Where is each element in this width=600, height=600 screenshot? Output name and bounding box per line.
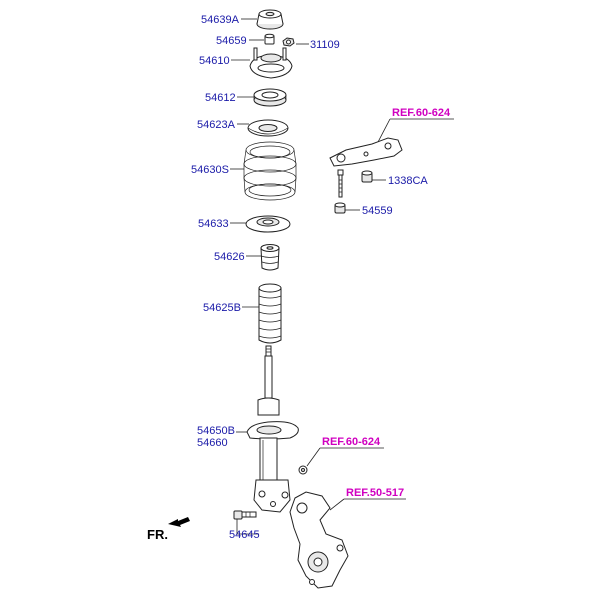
part-nut-1338CA bbox=[361, 170, 373, 183]
ref-top[interactable]: REF.60-624 bbox=[392, 107, 451, 119]
part-cap-54639A bbox=[256, 9, 284, 30]
label-1338CA: 1338CA bbox=[388, 175, 428, 187]
label-54659: 54659 bbox=[216, 35, 247, 47]
label-54650B: 54650B bbox=[197, 425, 235, 437]
part-bearing-54612 bbox=[253, 88, 287, 107]
label-54626: 54626 bbox=[214, 251, 245, 263]
part-spring-54630S bbox=[243, 141, 297, 201]
ref-knuckle[interactable]: REF.50-517 bbox=[346, 487, 404, 499]
label-31109: 31109 bbox=[310, 39, 340, 51]
part-nut-54659 bbox=[264, 33, 275, 45]
label-54630S: 54630S bbox=[191, 164, 229, 176]
label-54660: 54660 bbox=[197, 437, 228, 449]
part-insulator-54623A bbox=[247, 119, 289, 137]
ref-mid[interactable]: REF.60-624 bbox=[322, 436, 381, 448]
label-54639A: 54639A bbox=[201, 14, 240, 26]
part-bolt-54645 bbox=[233, 510, 257, 520]
part-rod-tip bbox=[265, 345, 272, 357]
part-strut-54650B bbox=[246, 355, 299, 483]
part-bumper-54626 bbox=[260, 244, 280, 271]
part-boot-54625B bbox=[258, 283, 282, 344]
label-54610: 54610 bbox=[199, 55, 230, 67]
part-bolt-bracket bbox=[337, 169, 344, 198]
leader-lines bbox=[230, 18, 454, 535]
part-mount-54610 bbox=[249, 47, 293, 79]
part-washer-stabilizer bbox=[298, 465, 308, 475]
part-seat-54633 bbox=[245, 215, 291, 233]
part-nut-31109 bbox=[282, 37, 295, 47]
label-54623A: 54623A bbox=[197, 119, 236, 131]
part-nut-54559 bbox=[334, 202, 346, 214]
label-54612: 54612 bbox=[205, 92, 236, 104]
label-54645: 54645 bbox=[229, 529, 260, 541]
part-bracket-ref bbox=[329, 137, 403, 167]
front-arrow-icon bbox=[168, 517, 190, 527]
part-knuckle bbox=[289, 491, 349, 589]
label-54633: 54633 bbox=[198, 218, 229, 230]
front-direction-label: FR. bbox=[147, 527, 168, 542]
part-clevis bbox=[253, 479, 291, 513]
label-54559: 54559 bbox=[362, 205, 393, 217]
label-54625B: 54625B bbox=[203, 302, 241, 314]
